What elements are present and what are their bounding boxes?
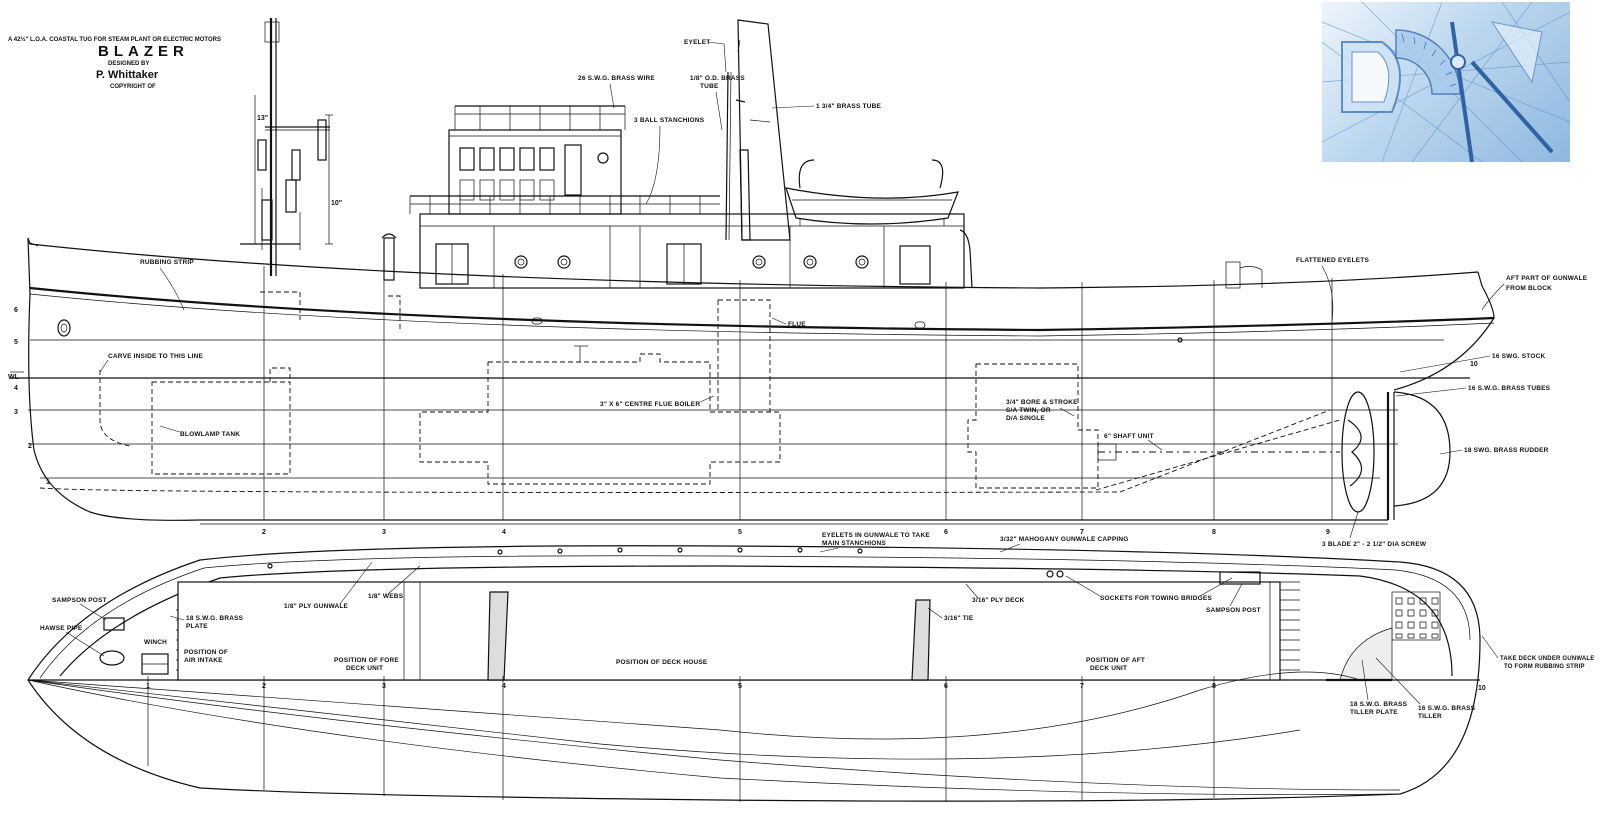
label-engine-2: S/A TWIN, OR: [1006, 407, 1051, 414]
label-blowlamp: BLOWLAMP TANK: [180, 431, 240, 438]
label-brass-tube-b: 1 3/4" BRASS TUBE: [816, 103, 881, 110]
title-block: A 42½" L.O.A. COASTAL TUG FOR STEAM PLAN…: [8, 36, 221, 90]
label-plate-1: 18 S.W.G. BRASS: [186, 615, 244, 622]
label-sockets: SOCKETS FOR TOWING BRIDGES: [1100, 595, 1212, 602]
copyright-text: COPYRIGHT OF: [110, 84, 156, 90]
label-rudder: 18 SWG. BRASS RUDDER: [1464, 447, 1549, 454]
label-brass-tube-a: 1/8" O.D. BRASS: [690, 75, 745, 82]
label-eyelets-2: MAIN STANCHIONS: [822, 540, 886, 547]
label-rubbing-strip: RUBBING STRIP: [140, 259, 194, 266]
hull-profile: [10, 237, 1495, 525]
mast: 13" 10": [240, 18, 342, 276]
profile-station-7: 7: [1080, 529, 1084, 536]
label-winch: WINCH: [144, 639, 167, 646]
mast-10-dim: 10": [331, 200, 342, 207]
wl-number-5: 5: [14, 339, 18, 346]
label-tiller-2: TILLER: [1418, 713, 1442, 720]
plan-station-8: 8: [1212, 683, 1216, 690]
wl-marker: WL: [8, 374, 20, 381]
label-air-2: AIR INTAKE: [184, 657, 223, 664]
profile-station-2: 2: [262, 529, 266, 536]
funnel: [725, 19, 791, 241]
label-tie: 3/16" TIE: [944, 615, 974, 622]
spec-text: A 42½" L.O.A. COASTAL TUG FOR STEAM PLAN…: [8, 36, 221, 43]
label-eyelet: EYELET: [684, 39, 710, 46]
profile-labels: EYELET 26 S.W.G. BRASS WIRE 1/8" O.D. BR…: [99, 39, 1588, 548]
plan-station-3: 3: [382, 683, 386, 690]
label-take-deck-2: TO FORM RUBBING STRIP: [1504, 664, 1585, 670]
label-tubes: 16 S.W.G. BRASS TUBES: [1468, 385, 1551, 392]
plan-station-2: 2: [262, 683, 266, 690]
deckhouse: [381, 105, 965, 289]
plan-station-5: 5: [738, 683, 742, 690]
waterline-numbers: 6 5 4 3 2 WL: [8, 307, 32, 450]
label-plate-2: PLATE: [186, 623, 208, 630]
label-boiler: 3" X 6" CENTRE FLUE BOILER: [600, 401, 700, 408]
profile-station-8: 8: [1212, 529, 1216, 536]
profile-station-5: 5: [738, 529, 742, 536]
mast-13-dim: 13": [257, 115, 268, 122]
profile-station-4: 4: [502, 529, 506, 536]
profile-station-9: 9: [1326, 529, 1330, 536]
profile-station-1: 1: [46, 479, 50, 486]
label-aft-deck-1: POSITION OF AFT: [1086, 657, 1145, 664]
label-tiller-plate-1: 18 S.W.G. BRASS: [1350, 701, 1408, 708]
hull-plan: [27, 545, 1481, 802]
wl-number-2: 2: [28, 443, 32, 450]
label-air-1: POSITION OF: [184, 649, 228, 656]
label-flattened-eyelets: FLATTENED EYELETS: [1296, 257, 1369, 264]
plan-station-4: 4: [502, 683, 506, 690]
label-fore-deck-2: DECK UNIT: [346, 665, 383, 672]
plan-labels: EYELETS IN GUNWALE TO TAKE MAIN STANCHIO…: [40, 532, 1595, 720]
drafting-tools-logo: [1322, 2, 1570, 162]
label-hawse: HAWSE PIPE: [40, 625, 83, 632]
label-flue: FLUE: [788, 321, 806, 328]
label-capping: 3/32" MAHOGANY GUNWALE CAPPING: [1000, 536, 1129, 543]
label-take-deck-1: TAKE DECK UNDER GUNWALE: [1500, 656, 1595, 662]
label-aft-deck-2: DECK UNIT: [1090, 665, 1127, 672]
label-sampson-fore: SAMPSON POST: [52, 597, 107, 604]
label-eyelets-1: EYELETS IN GUNWALE TO TAKE: [822, 532, 930, 539]
drafting-tools-icon: [1322, 2, 1570, 162]
profile-station-3: 3: [382, 529, 386, 536]
plan-station-10: 10: [1478, 685, 1486, 692]
label-carve: CARVE INSIDE TO THIS LINE: [108, 353, 204, 360]
label-fore-deck-1: POSITION OF FORE: [334, 657, 399, 664]
label-aft-gunwale-2: FROM BLOCK: [1506, 285, 1552, 292]
label-shaft: 6" SHAFT UNIT: [1104, 433, 1154, 440]
profile-station-6: 6: [944, 529, 948, 536]
label-screw: 3 BLADE 2" - 2 1/2" DIA SCREW: [1322, 541, 1427, 548]
profile-station-numbers: 2 3 4 5 6 7 8 9 10 1: [46, 361, 1478, 536]
label-engine-1: 3/4" BORE & STROKE: [1006, 399, 1078, 406]
wl-number-6: 6: [14, 307, 18, 314]
plan-station-6: 6: [944, 683, 948, 690]
designer-name: P. Whittaker: [96, 69, 159, 81]
label-engine-3: D/A SINGLE: [1006, 415, 1045, 422]
lifeboat: [785, 159, 959, 226]
label-stock: 16 SWG. STOCK: [1492, 353, 1546, 360]
label-tiller-plate-2: TILLER PLATE: [1350, 709, 1398, 716]
plan-station-1: 1: [146, 683, 150, 690]
label-aft-gunwale-1: AFT PART OF GUNWALE: [1506, 275, 1588, 282]
profile-station-10: 10: [1470, 361, 1478, 368]
label-ply-deck: 3/16" PLY DECK: [972, 597, 1025, 604]
wl-number-3: 3: [14, 409, 18, 416]
label-webs: 1/8" WEBS: [368, 593, 404, 600]
label-deckhouse: POSITION OF DECK HOUSE: [616, 659, 708, 666]
designed-by-text: DESIGNED BY: [108, 61, 149, 67]
ship-name: BLAZER: [98, 43, 189, 60]
label-ply-gunwale: 1/8" PLY GUNWALE: [284, 603, 349, 610]
plan-station-7: 7: [1080, 683, 1084, 690]
label-stanchions: 3 BALL STANCHIONS: [634, 117, 705, 124]
wl-number-4: 4: [14, 385, 18, 392]
label-brass-wire: 26 S.W.G. BRASS WIRE: [578, 75, 655, 82]
label-sampson-aft: SAMPSON POST: [1206, 607, 1261, 614]
label-tiller-1: 16 S.W.G. BRASS: [1418, 705, 1476, 712]
plan-station-numbers: 1 2 3 4 5 6 7 8 10: [146, 683, 1486, 692]
label-brass-tube-a2: TUBE: [700, 83, 719, 90]
